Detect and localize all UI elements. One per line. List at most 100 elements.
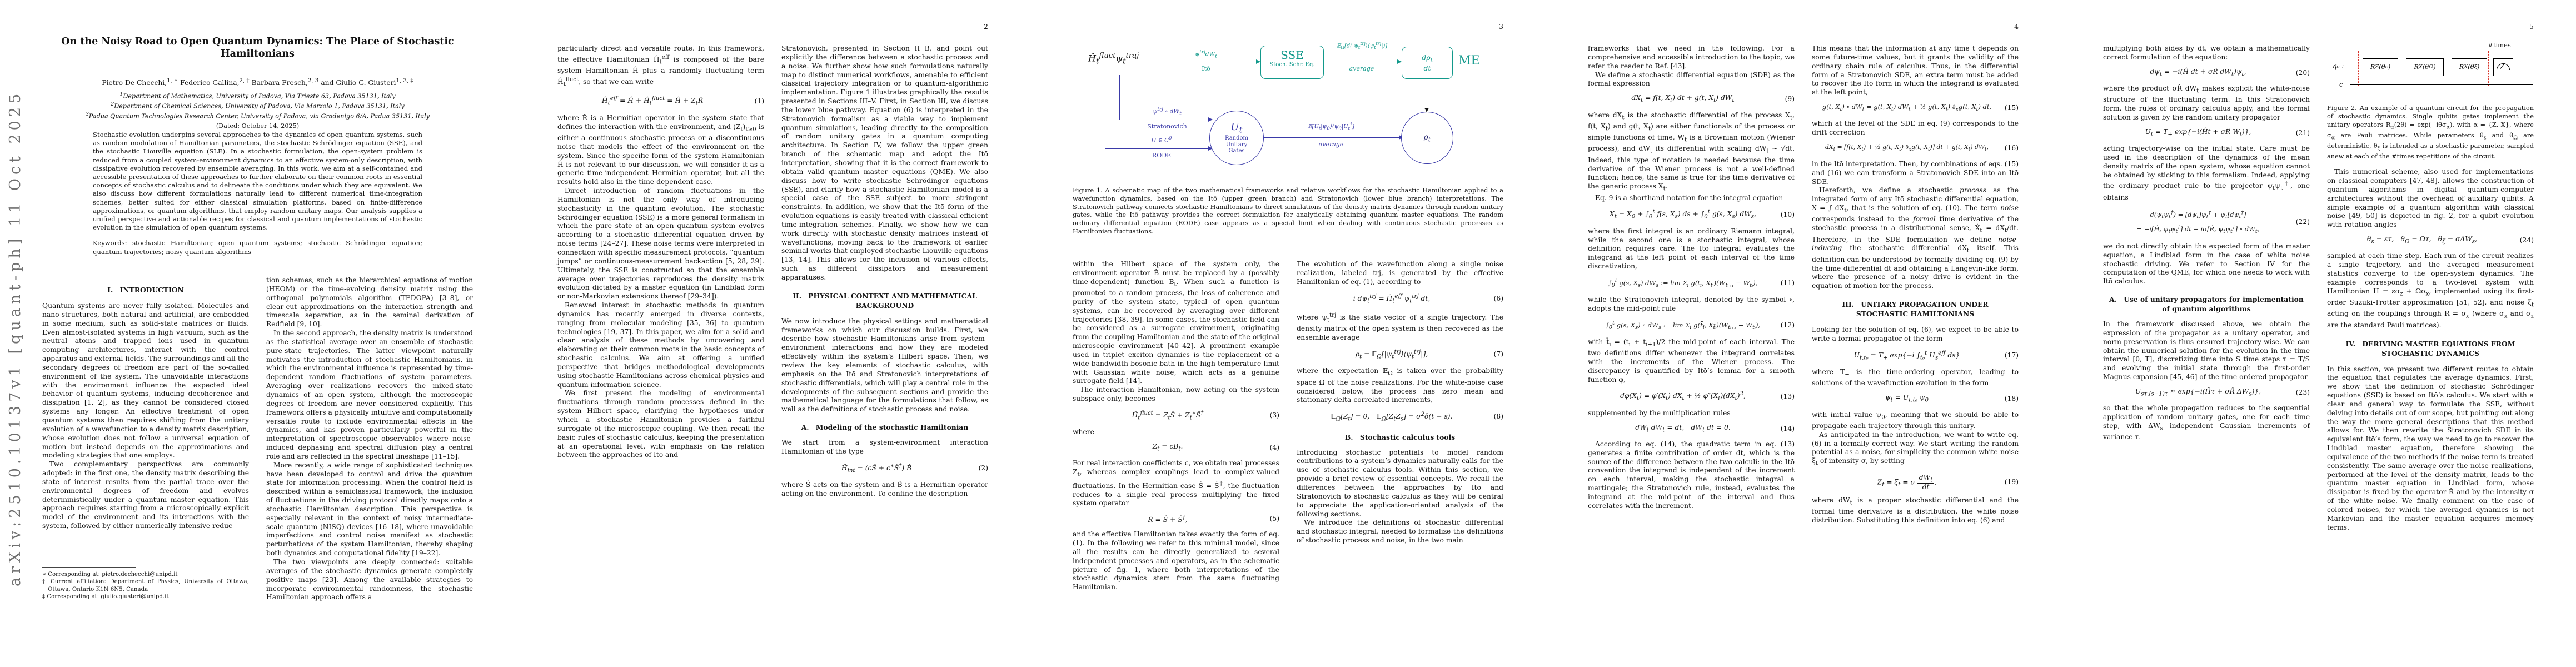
paragraph: Stratonovich, presented in Section II B,… [781, 44, 988, 281]
equation-number: (20) [2295, 68, 2310, 77]
paragraph: This numerical scheme, also used for imp… [2327, 168, 2534, 229]
page1-column-2: tion schemes, such as the hierarchical e… [266, 276, 473, 602]
paragraph: where [1073, 428, 1094, 436]
equation-9: dXt = f(t, Xt) dt + g(t, Xt) dWt (9) [1588, 94, 1795, 105]
equation-body: Ĥint = (cŜ + c∗Ŝ†) B̂ [841, 462, 912, 474]
affiliations: 1Department of Mathematics, University o… [42, 91, 474, 131]
equation-number: (18) [2004, 395, 2019, 403]
barrier-dashed-line-right [2488, 51, 2489, 86]
arrowhead-icon [1208, 117, 1213, 122]
rode-arrow-label-top: H ∈ C0 [1151, 136, 1172, 144]
equation-number: (6) [1493, 294, 1503, 302]
equation-3: Ĥtfluct = ZtŜ + Zt∗Ŝ† (3) [1073, 409, 1279, 422]
equation-body: dψt = −i(Ĥ dt + σR̂ dWt)ψt, [2150, 67, 2246, 78]
paragraph: in the Itō interpretation. Then, by comb… [1812, 160, 2019, 186]
paragraph: Looking for the solution of eq. (6), we … [1812, 326, 2019, 342]
paragraph: The evolution of the wavefunction along … [1297, 260, 1503, 286]
equation-body: Ut,t₀ = T+ exp{−i ∫t₀t Hseff ds} [1853, 349, 1960, 361]
equation-number: (10) [1780, 210, 1795, 218]
paragraph: More recently, a wide range of sophistic… [266, 461, 473, 558]
paragraph: In the framework discussed above, we obt… [2103, 320, 2310, 381]
paragraph: Eq. 9 is a shorthand notation for the in… [1595, 193, 1783, 202]
paragraph: particularly direct and versatile route.… [557, 44, 764, 88]
paragraph: which at the level of the SDE in eq. (9)… [1812, 120, 2019, 137]
figure-2-caption: Figure 2. An example of a quantum circui… [2327, 104, 2534, 161]
master-equation-box: dρt dt [1402, 47, 1453, 79]
equation-20: dψt = −i(Ĥ dt + σR̂ dWt)ψt, (20) [2103, 68, 2310, 79]
times-label: #times [2488, 41, 2511, 49]
equation-15: g(t, Xt) ∘ dWt = g(t, Xt) dWt + ½ g(t, X… [1812, 103, 2019, 114]
figure-1-caption: Figure 1. A schematic map of the two mat… [1073, 187, 1503, 235]
arrowhead-icon [1424, 108, 1429, 112]
sse-box-title: SSE [1280, 48, 1304, 62]
rode-arrow-line [1105, 148, 1208, 149]
paragraph: We now introduce the physical settings a… [781, 317, 988, 414]
sse-box-subtitle: Stoch. Schr. Eq. [1269, 62, 1315, 68]
paragraph: with t̄i = (ti + ti+1)/2 the mid-point o… [1588, 337, 1795, 384]
equation-number: (11) [1780, 279, 1795, 287]
average-arrow-label-top-1: 𝔼Ω[d(|ψttrj⟩⟨ψttrj|)] [1336, 41, 1388, 51]
rho-label: ρt [1423, 132, 1431, 143]
equation-body: dWt dWt = dt, dWt dt = 0. [1635, 423, 1731, 434]
density-matrix-circle: ρt [1401, 112, 1453, 164]
paragraph: In the second approach, the density matr… [266, 329, 473, 460]
paragraph: we do not directly obtain the expected f… [2103, 242, 2310, 286]
paper-title: On the Noisy Road to Open Quantum Dynami… [61, 36, 454, 59]
equation-body: dXt = [f(t, Xt) + ½ g(t, Xt) ∂xg(t, Xt)]… [1825, 143, 1989, 153]
equation-body: Zt = cBt. [1152, 442, 1183, 452]
equation-12: ∫0t g(s, Xs) ∘ dWs := lim Σi g(t̄i, Xt̄ᵢ… [1588, 319, 1795, 332]
equation-body: dXt = f(t, Xt) dt + g(t, Xt) dWt [1631, 94, 1735, 104]
equation-8: 𝔼Ω[Zt] = 0, 𝔼Ω[ZtZs] = σ2δ(t − s). (8) [1297, 410, 1503, 424]
equation-22: d(ψtψt†) = [dψt]ψt† + ψt[dψt†]= −i[Ĥ, ψt… [2103, 208, 2310, 237]
paragraph: We introduce the definitions of stochast… [1297, 519, 1503, 545]
subsection-heading-stochastic-calculus: B. Stochastic calculus tools [1344, 432, 1456, 441]
paragraph: As anticipated in the introduction, we w… [1812, 430, 2019, 467]
ito-arrow-label-top: ψtrjdWt [1195, 49, 1217, 59]
equation-number: (1) [754, 97, 764, 105]
equation-body: i dψttrj = Ĥteff ψttrj dt, [1353, 292, 1431, 305]
paragraph: Renewed interest in stochastic methods i… [557, 301, 764, 389]
arrowhead-icon [1397, 59, 1402, 64]
equation-number: (9) [1785, 95, 1795, 103]
paragraph: and the effective Hamiltonian takes exac… [1073, 530, 1279, 591]
equation-number: (16) [2004, 144, 2019, 152]
paragraph: where the product σR̂ dWt makes explicit… [2103, 84, 2310, 121]
arrowhead-icon [1208, 146, 1213, 151]
equation-body: θε = ετ, θΩ = Ωτ, θξ = σΔWs, [2366, 235, 2478, 245]
equation-number: (12) [1780, 321, 1795, 329]
barrier-dashed-line-left [2358, 51, 2359, 86]
paragraph: where dWt is a proper stochastic differe… [1812, 496, 2019, 524]
stratonovich-arrow-label-top: ψtrj ∘ dWt [1153, 107, 1182, 117]
paragraph: This means that the information at any t… [1812, 44, 2019, 97]
paragraph: multiplying both sides by dt, we obtain … [2103, 44, 2310, 61]
authors-line: Pietro De Checchi,1, ∗ Federico Gallina,… [102, 77, 413, 87]
equation-2: Ĥint = (cŜ + c∗Ŝ†) B̂ (2) [781, 462, 988, 475]
paragraph: within the Hilbert space of the system o… [1073, 260, 1280, 385]
equation-number: (14) [1780, 424, 1795, 432]
equation-number: (19) [2004, 477, 2019, 486]
equation-number: (5) [1269, 515, 1279, 523]
paragraph: where the first integral is an ordinary … [1588, 227, 1795, 271]
paragraph: Two complementary perspectives are commo… [42, 460, 249, 530]
subsection-heading-modeling: A. Modeling of the stochastic Hamiltonia… [801, 423, 969, 432]
paragraph: supplemented by the multiplication rules [1588, 409, 1731, 417]
paragraph: For real interaction coefficients c, we … [1073, 459, 1280, 507]
abstract: Stochastic evolution underpins several a… [93, 131, 422, 256]
paragraph: The interaction Hamiltonian, now acting … [1073, 386, 1279, 403]
equation-number: (3) [1269, 411, 1279, 420]
page-number: 4 [2014, 22, 2019, 31]
paragraph: where dXt is the stochastic differential… [1588, 111, 1795, 192]
equation-number: (22) [2295, 217, 2310, 226]
equation-16: dXt = [f(t, Xt) + ½ g(t, Xt) ∂xg(t, Xt)]… [1812, 143, 2019, 155]
equation-17: Ut,t₀ = T+ exp{−i ∫t₀t Hseff ds} (17) [1812, 349, 2019, 362]
footnotes: ∗ Corresponding at: pietro.dechecchi@uni… [42, 567, 249, 601]
paragraph: where the expectation 𝔼Ω is taken over t… [1297, 367, 1503, 404]
section-heading-physical-context: II. PHYSICAL CONTEXT AND MATHEMATICAL BA… [793, 291, 977, 310]
ito-arrow-label-bottom: Itō [1202, 65, 1210, 72]
equation-body: Ĥtfluct = ZtŜ + Zt∗Ŝ† [1132, 409, 1204, 421]
equation-body: g(t, Xt) ∘ dWt = g(t, Xt) dWt + ½ g(t, X… [1822, 103, 1992, 113]
